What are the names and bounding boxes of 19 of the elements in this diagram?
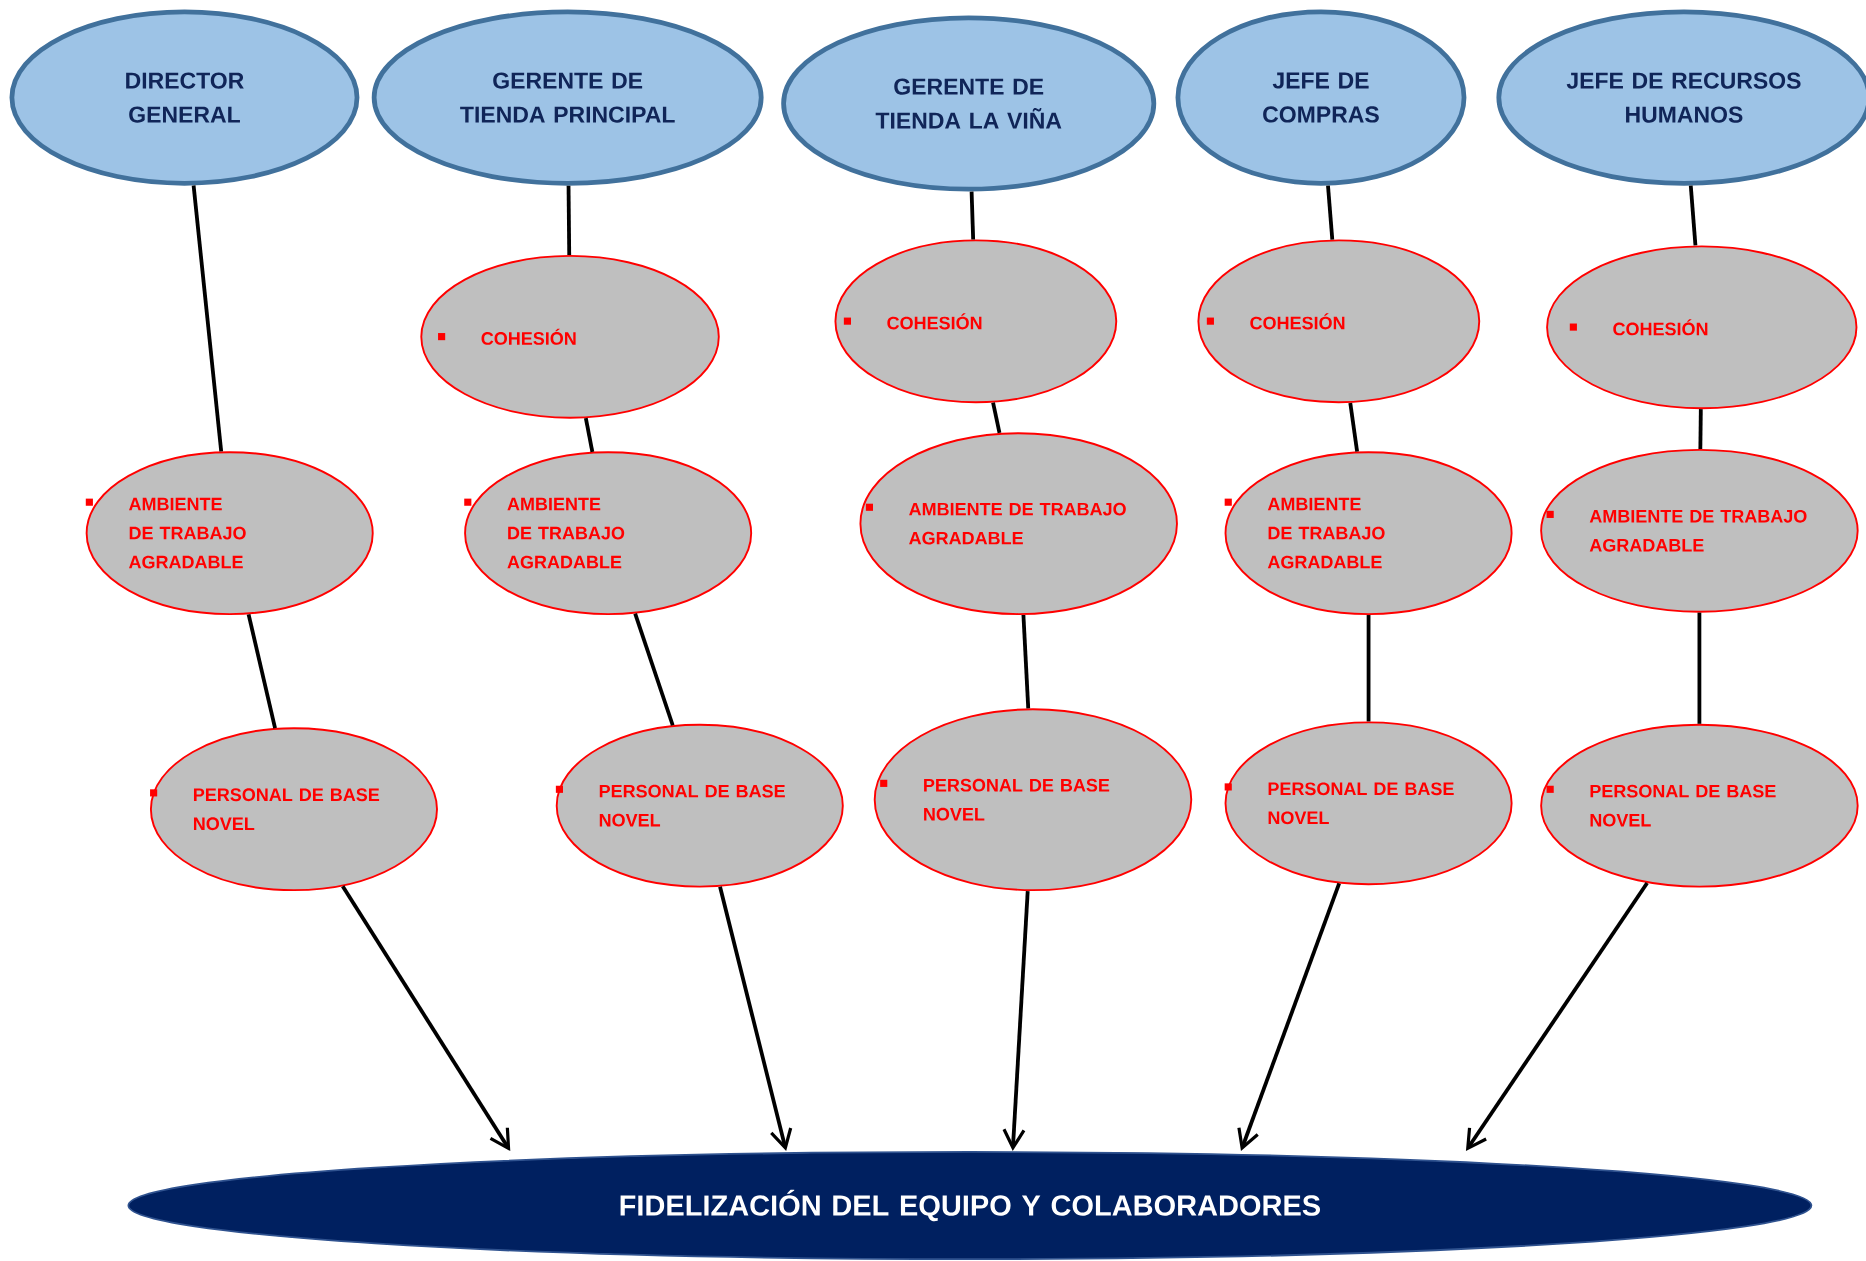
connector-line xyxy=(633,612,675,726)
connector-line xyxy=(246,613,277,729)
arrow xyxy=(1002,890,1030,1151)
connector-line xyxy=(1348,402,1359,452)
connector-line xyxy=(1688,185,1698,246)
arrow xyxy=(718,886,793,1151)
connector-line xyxy=(1326,185,1335,240)
connector-line xyxy=(991,401,1002,434)
connector-line xyxy=(583,417,595,452)
connector-line xyxy=(1021,614,1031,709)
connector-line xyxy=(566,185,572,255)
connector-line xyxy=(1697,612,1702,724)
connector-line xyxy=(1698,408,1703,449)
arrow xyxy=(1465,881,1649,1151)
arrow xyxy=(1237,882,1341,1151)
connector-line xyxy=(969,191,976,240)
connector-line xyxy=(191,185,224,452)
arrow xyxy=(341,885,511,1151)
connector-line xyxy=(1366,614,1371,722)
